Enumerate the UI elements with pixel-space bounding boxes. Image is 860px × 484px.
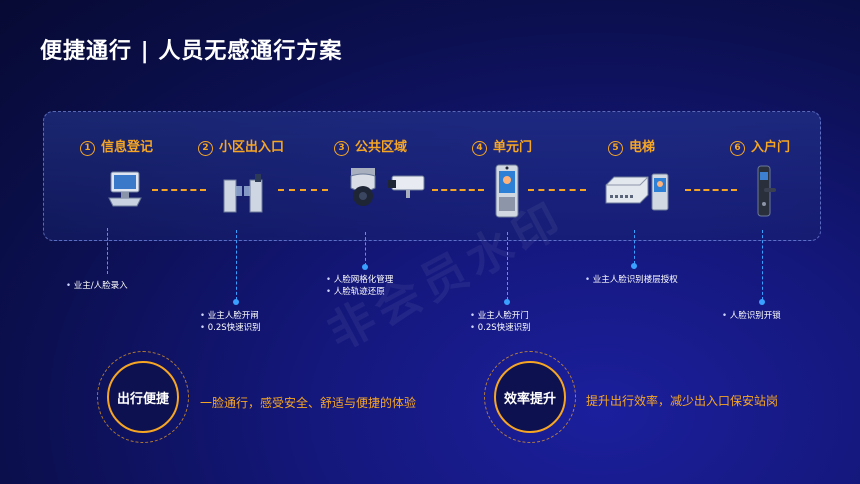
step-number: 2	[198, 141, 213, 156]
note-line: 人脸网格化管理	[326, 274, 394, 286]
page-title: 便捷通行 | 人员无感通行方案	[40, 39, 343, 64]
note-line: 0.2S快速识别	[200, 322, 261, 334]
step-label: 单元门	[493, 140, 533, 155]
leader-dot	[504, 299, 510, 305]
note-line: 人脸识别开锁	[722, 310, 781, 322]
note-line: 业主人脸识别楼层授权	[585, 274, 678, 286]
flow-panel	[43, 111, 821, 241]
step-label: 小区出入口	[219, 140, 285, 155]
note-step-1: 业主/人脸录入	[66, 280, 128, 292]
connector-line	[152, 189, 206, 191]
note-step-4: 业主人脸开门0.2S快速识别	[470, 310, 531, 334]
connector-line	[685, 189, 737, 191]
smart-door-lock-icon	[757, 165, 776, 217]
leader-dot	[631, 263, 637, 269]
leader-dot	[233, 299, 239, 305]
step-number: 4	[472, 141, 487, 156]
step-number: 5	[608, 141, 623, 156]
leader-line	[507, 232, 508, 300]
note-line: 业主/人脸录入	[66, 280, 128, 292]
badge-label: 出行便捷	[116, 391, 169, 407]
step-number: 3	[334, 141, 349, 156]
controller-box-icon	[605, 176, 649, 204]
step-label: 电梯	[629, 140, 656, 155]
leader-line	[762, 230, 763, 300]
registration-kiosk-icon	[108, 171, 142, 207]
step-6: 6 入户门	[730, 136, 790, 156]
note-step-6: 人脸识别开锁	[722, 310, 781, 322]
connector-line	[432, 189, 484, 191]
badge-label: 效率提升	[503, 391, 556, 407]
badge-efficiency: 效率提升	[484, 351, 576, 443]
step-1: 1 信息登记	[80, 136, 153, 156]
step-4: 4 单元门	[472, 136, 532, 156]
note-step-5: 业主人脸识别楼层授权	[585, 274, 678, 286]
step-number: 6	[730, 141, 745, 156]
badge-convenience: 出行便捷	[97, 351, 189, 443]
connector-line	[278, 189, 328, 191]
step-2: 2 小区出入口	[198, 136, 284, 156]
connector-line	[528, 189, 586, 191]
step-label: 信息登记	[101, 140, 154, 155]
leader-line	[236, 230, 237, 300]
dome-camera-icon	[350, 168, 376, 206]
step-3: 3 公共区域	[334, 136, 407, 156]
leader-dot	[759, 299, 765, 305]
step-5: 5 电梯	[608, 136, 655, 156]
note-step-2: 业主人脸开闸0.2S快速识别	[200, 310, 261, 334]
leader-line	[634, 230, 635, 264]
step-label: 入户门	[751, 140, 791, 155]
step-label: 公共区域	[355, 140, 408, 155]
turnstile-gate-icon	[223, 174, 263, 213]
bullet-camera-icon	[388, 175, 425, 198]
note-line: 业主人脸开闸	[200, 310, 261, 322]
leader-line	[107, 228, 108, 274]
badge-slogan: 提升出行效率，减少出入口保安站岗	[586, 394, 779, 408]
note-line: 0.2S快速识别	[470, 322, 531, 334]
leader-line	[365, 232, 366, 266]
leader-dot	[362, 264, 368, 270]
elevator-reader-icon	[651, 173, 669, 211]
note-line: 人脸轨迹还原	[326, 286, 393, 298]
note-step-3: 人脸网格化管理人脸轨迹还原	[326, 274, 394, 298]
face-recognition-panel-icon	[495, 164, 519, 218]
badge-slogan: 一脸通行，感受安全、舒适与便捷的体验	[200, 396, 417, 410]
step-number: 1	[80, 141, 95, 156]
note-line: 业主人脸开门	[470, 310, 531, 322]
